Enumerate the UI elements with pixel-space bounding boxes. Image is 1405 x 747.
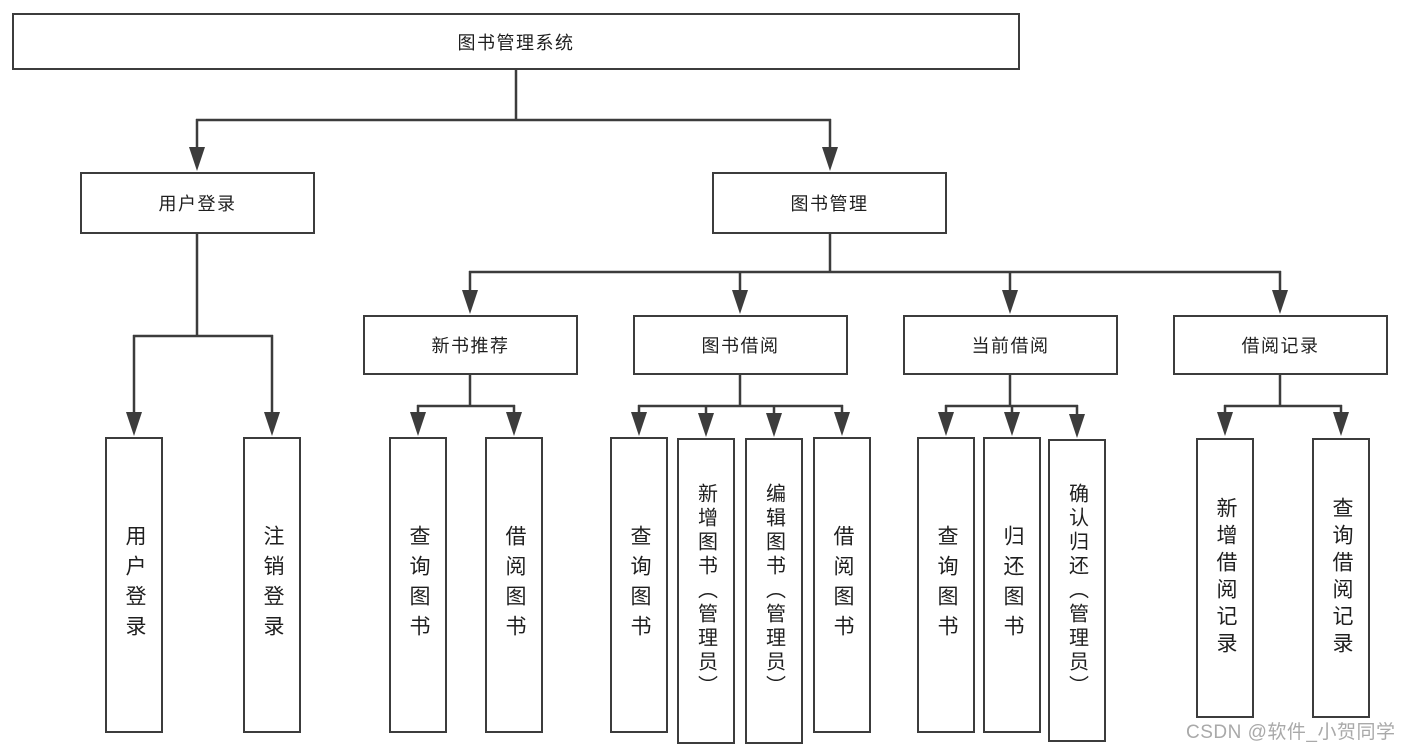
leaf-query-books-current: 查询图书 — [917, 437, 975, 733]
leaf-query-borrow-record: 查询借阅记录 — [1312, 438, 1370, 718]
node-current-borrowing: 当前借阅 — [903, 315, 1118, 375]
leaf-query-books-borrowing: 查询图书 — [610, 437, 668, 733]
arrowheads — [126, 147, 1349, 438]
leaf-logout: 注销登录 — [243, 437, 301, 733]
node-book-management: 图书管理 — [712, 172, 947, 234]
connector-path — [132, 70, 1343, 416]
leaf-edit-book-admin: 编辑图书（管理员） — [745, 438, 803, 744]
node-book-borrowing: 图书借阅 — [633, 315, 848, 375]
leaf-add-book-admin: 新增图书（管理员） — [677, 438, 735, 744]
leaf-user-login: 用户登录 — [105, 437, 163, 733]
leaf-add-borrow-record: 新增借阅记录 — [1196, 438, 1254, 718]
leaf-return-books: 归还图书 — [983, 437, 1041, 733]
csdn-watermark: CSDN @软件_小贺同学 — [1186, 722, 1396, 743]
node-library-management-system: 图书管理系统 — [12, 13, 1020, 70]
node-user-login: 用户登录 — [80, 172, 315, 234]
node-new-book-recommend: 新书推荐 — [363, 315, 578, 375]
node-borrowing-records: 借阅记录 — [1173, 315, 1388, 375]
leaf-query-books-recommend: 查询图书 — [389, 437, 447, 733]
leaf-borrow-books-borrowing: 借阅图书 — [813, 437, 871, 733]
leaf-borrow-books-recommend: 借阅图书 — [485, 437, 543, 733]
leaf-confirm-return-admin: 确认归还（管理员） — [1048, 439, 1106, 742]
